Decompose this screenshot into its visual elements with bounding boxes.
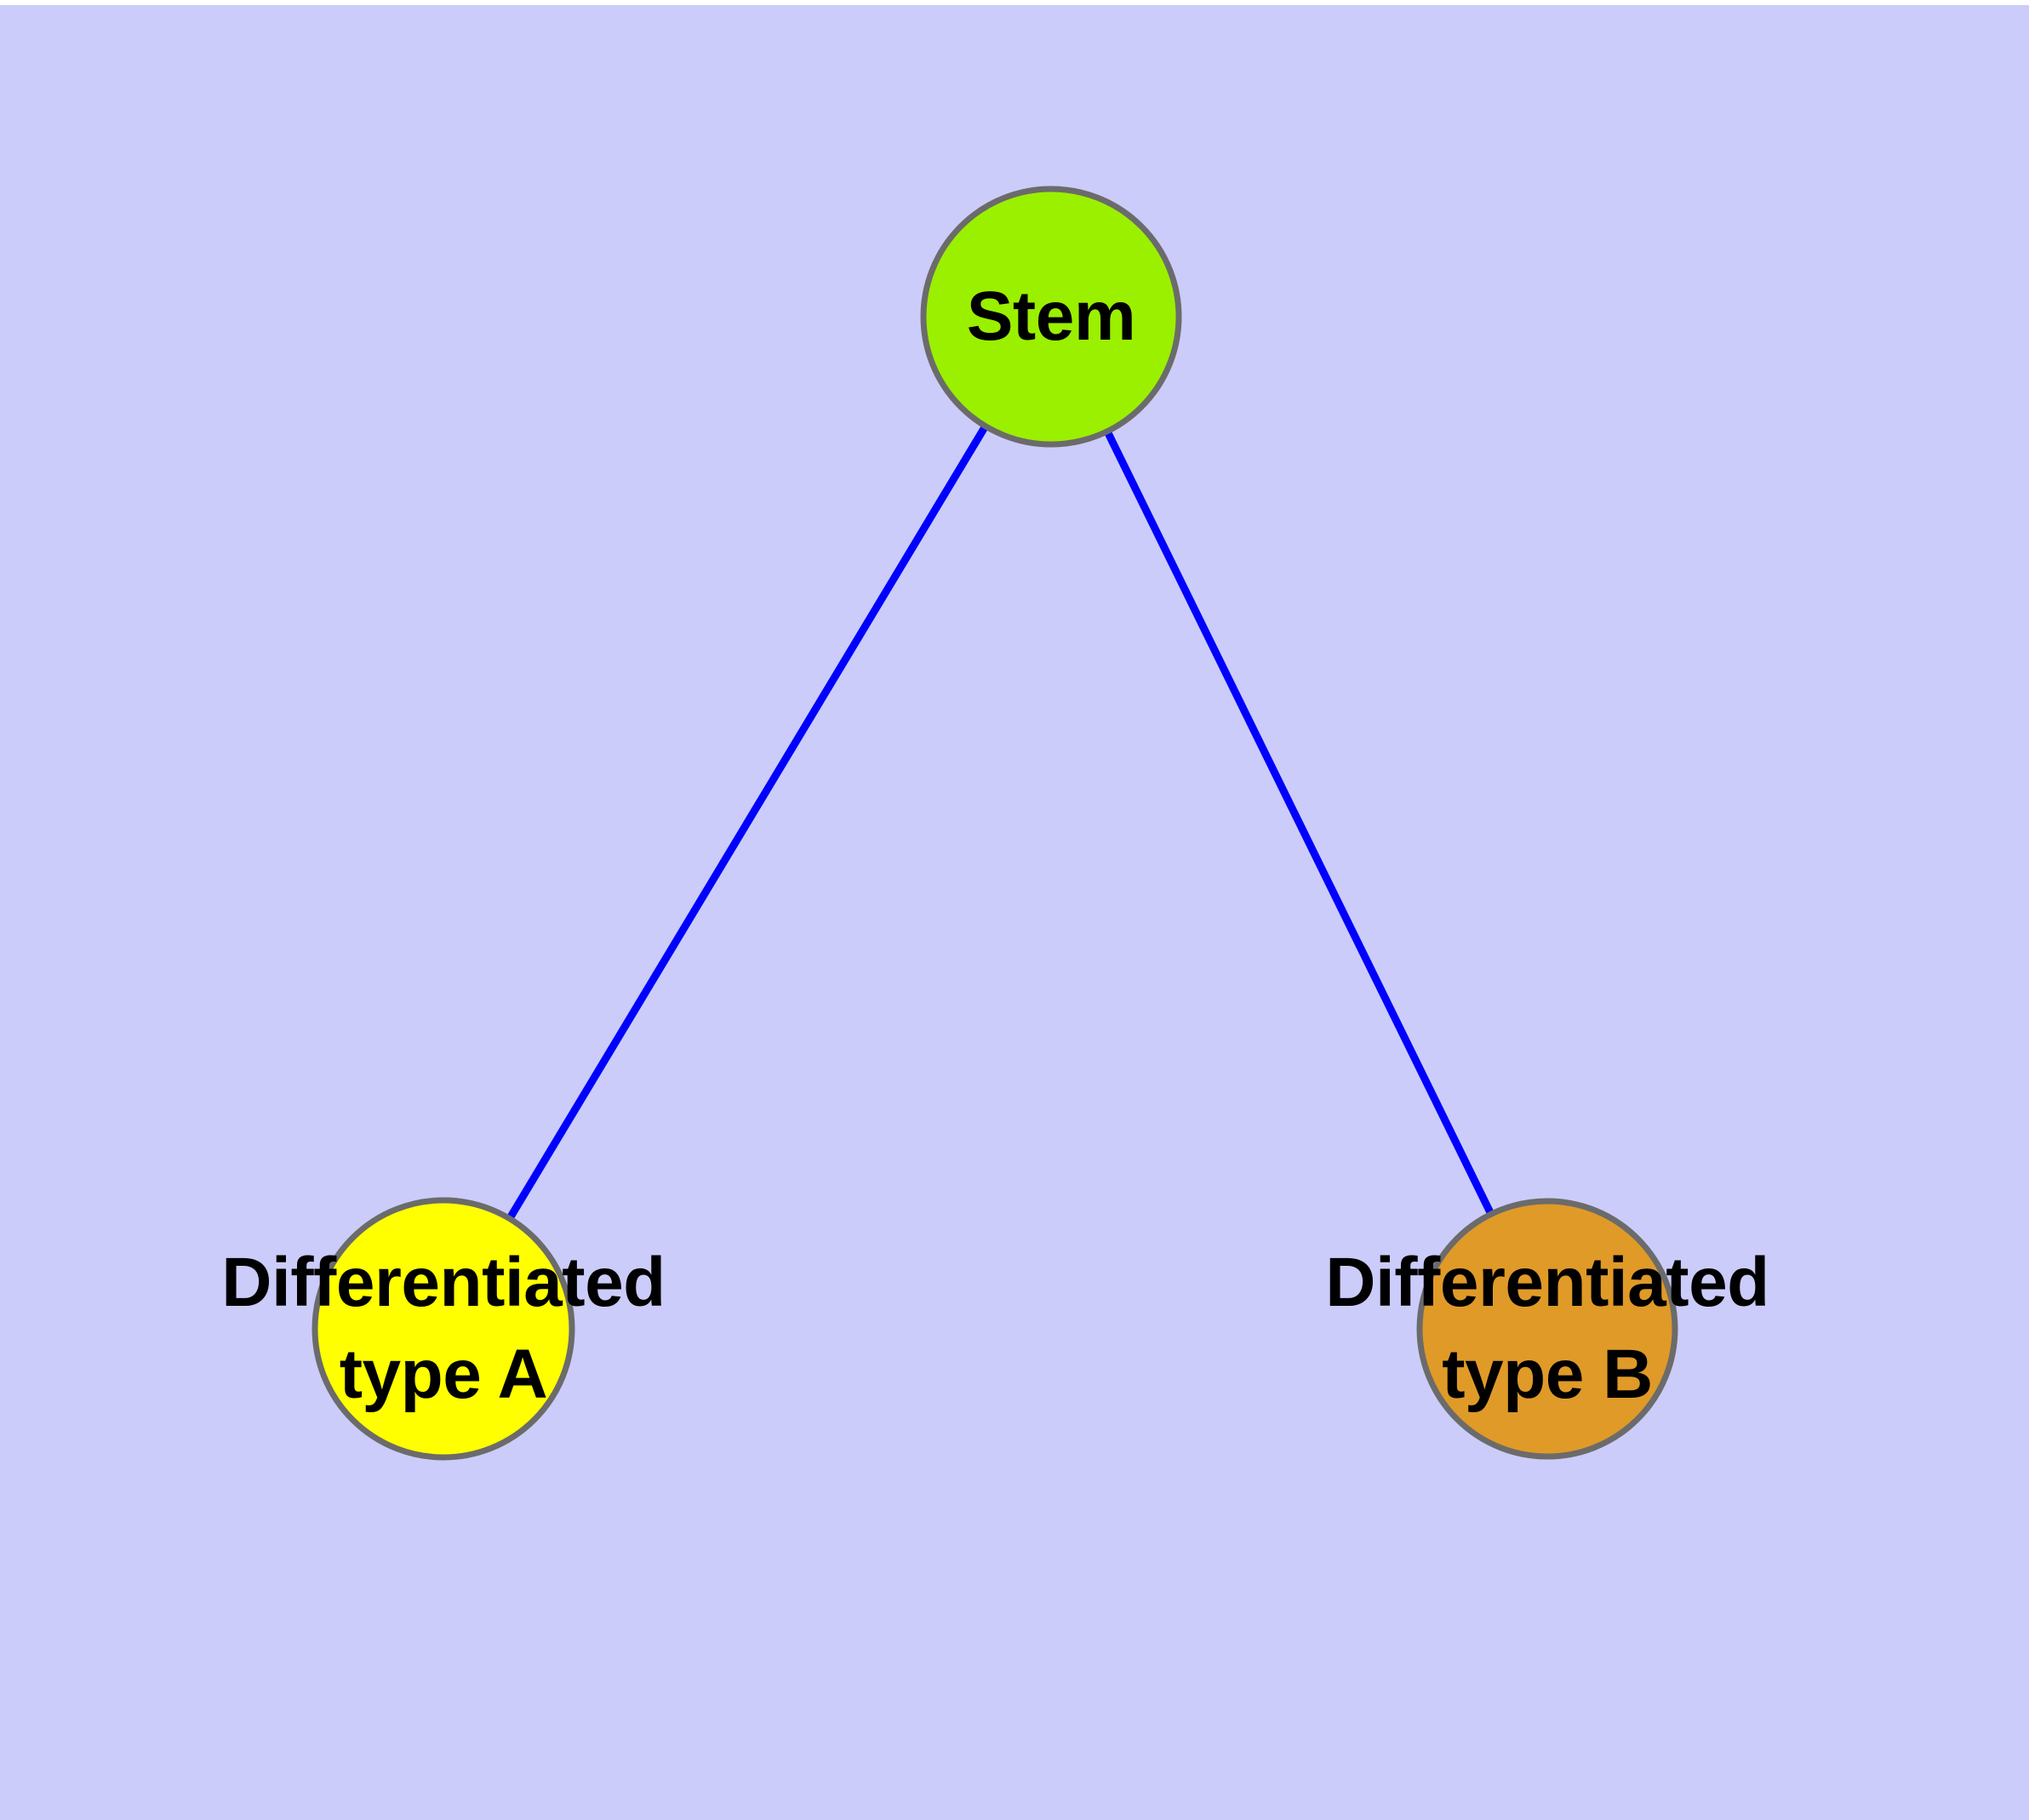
graph-node-stem[interactable] [920,186,1182,448]
graph-edge[interactable] [440,314,1055,1331]
node-layer [311,186,1678,1461]
graph-node-diff_b[interactable] [1416,1198,1678,1460]
edge-layer [440,314,1552,1331]
graph-edge[interactable] [1047,315,1552,1331]
graph-node-diff_a[interactable] [311,1197,575,1461]
